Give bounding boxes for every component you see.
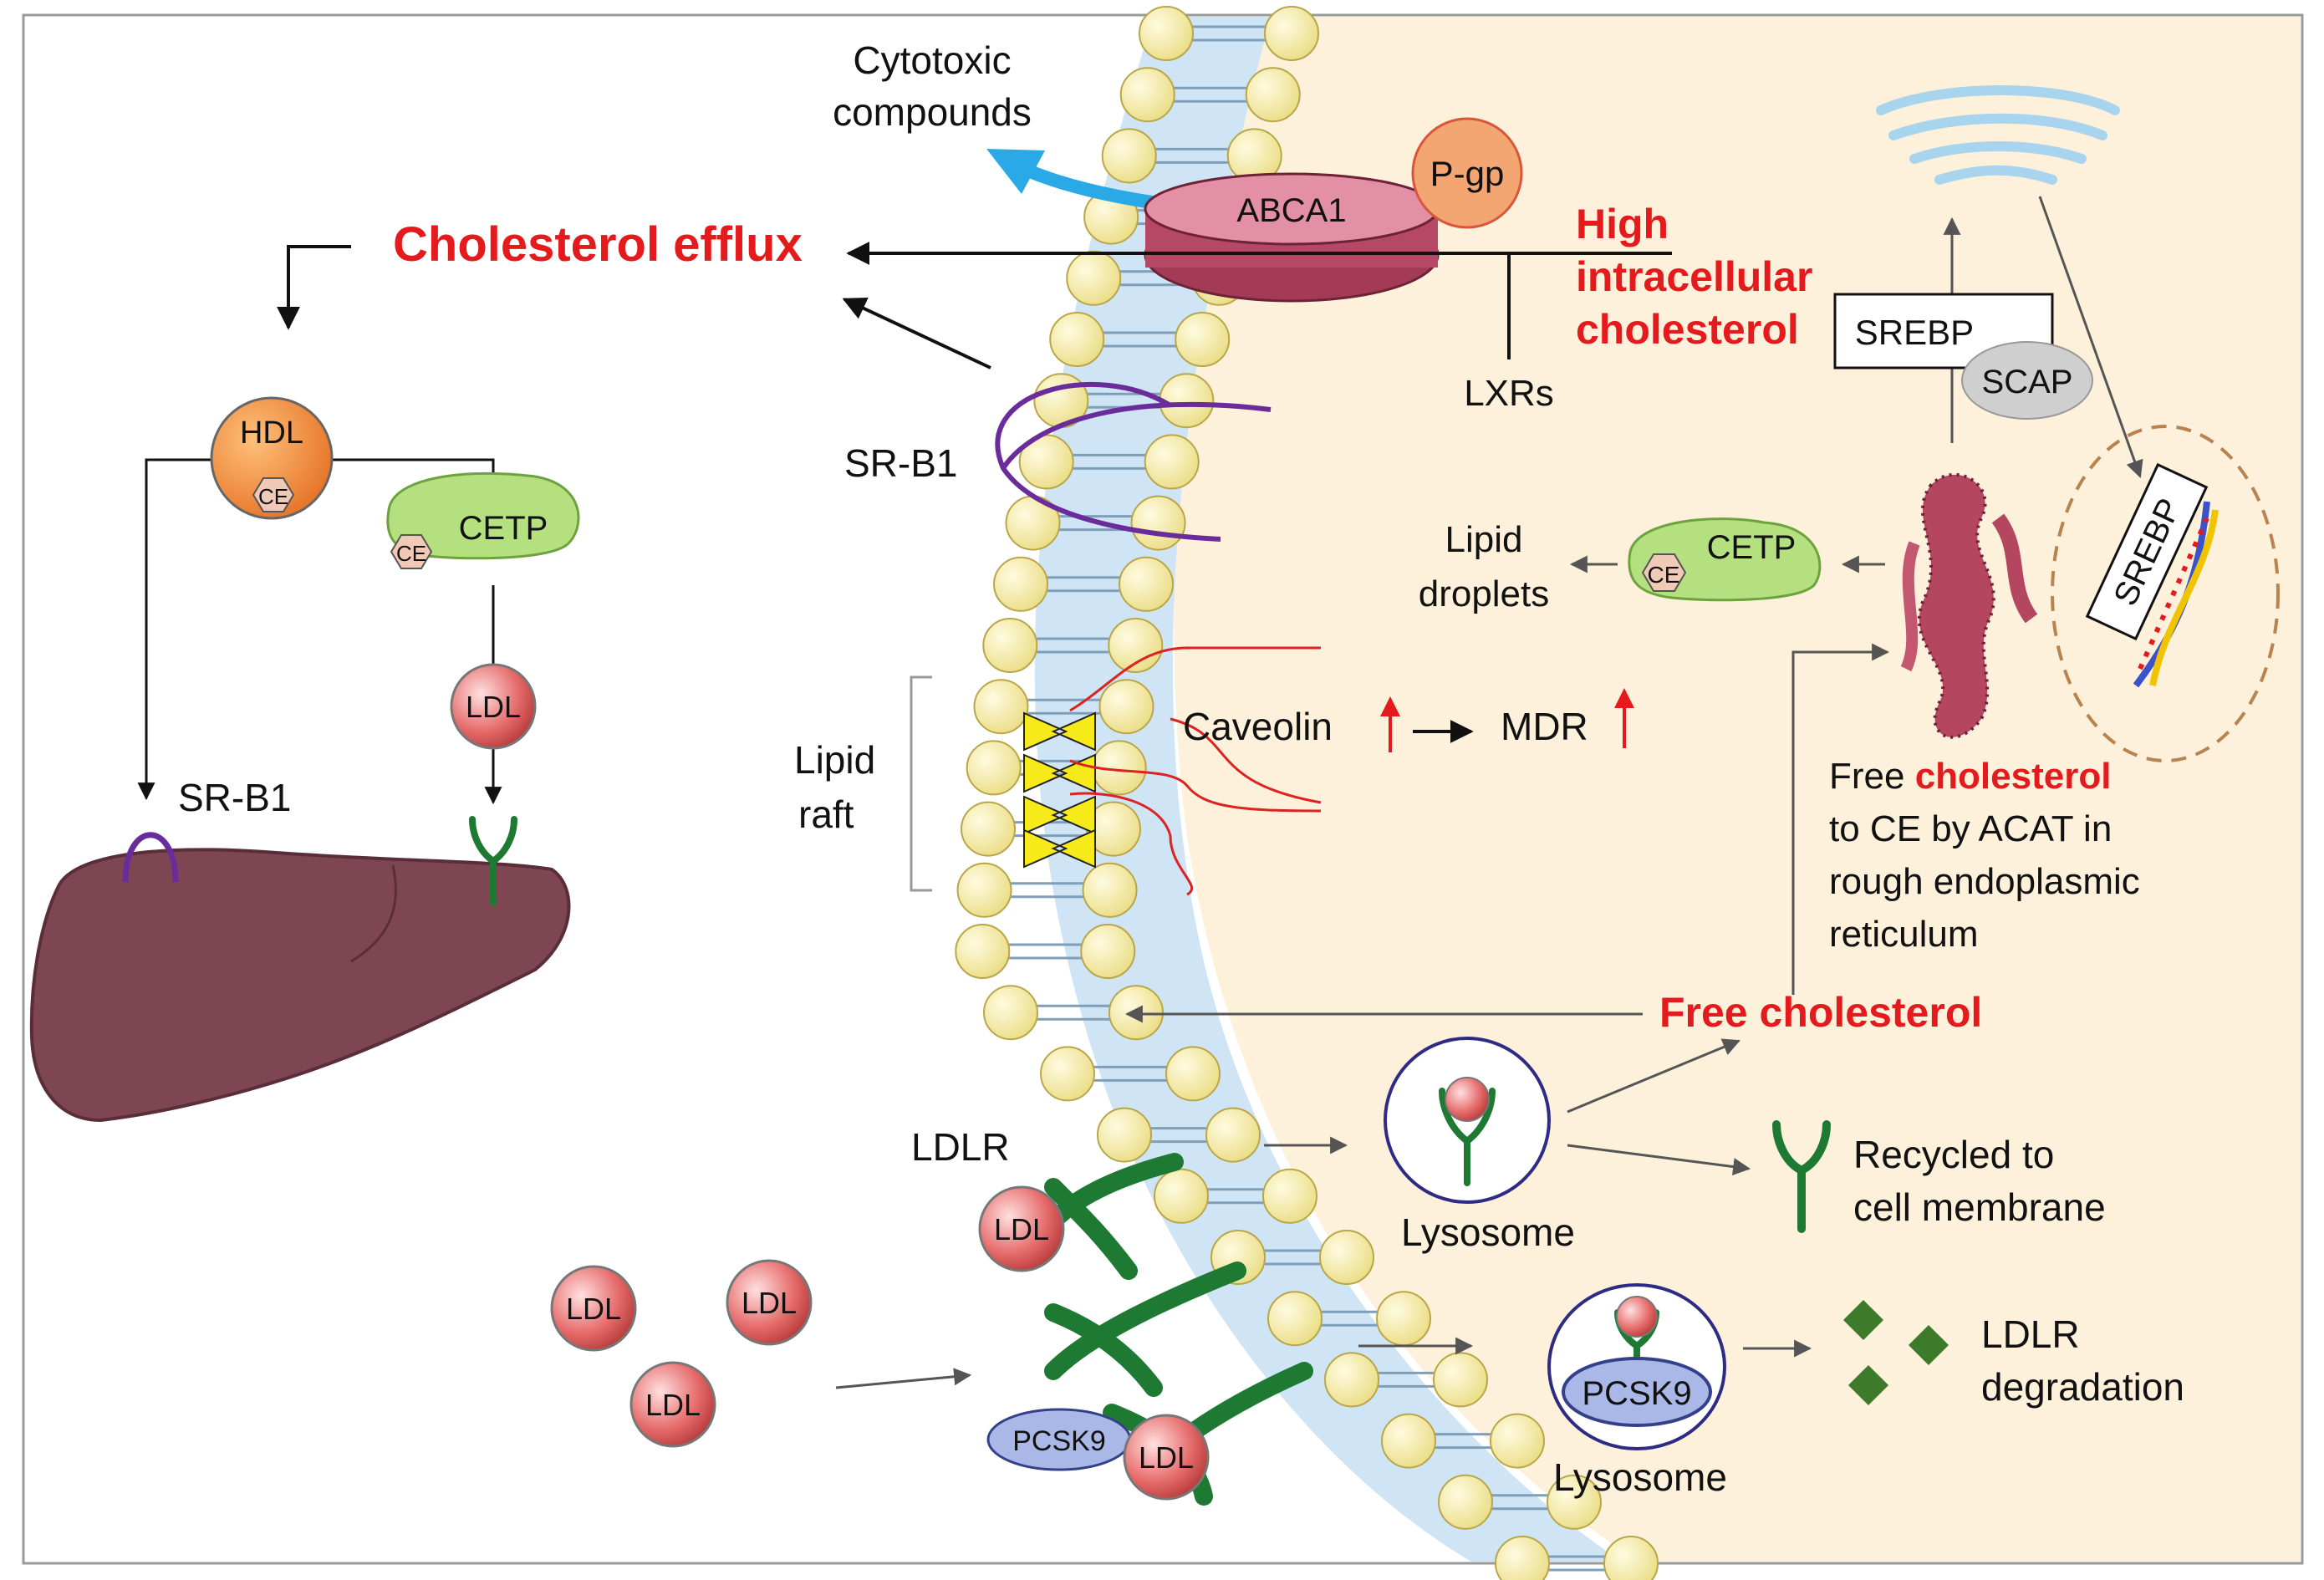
svg-text:PCSK9: PCSK9: [1012, 1425, 1106, 1457]
acat-text-line-3: rough endoplasmic: [1829, 861, 2140, 902]
svg-text:LDL: LDL: [466, 690, 521, 724]
svg-text:SCAP: SCAP: [1982, 364, 2073, 400]
liver-icon: [29, 848, 571, 1123]
ldl-bound-2: LDL: [1123, 1414, 1210, 1501]
svg-text:CE: CE: [258, 484, 288, 509]
ldlr-membrane-receptor-2: [1044, 1261, 1246, 1397]
ldl-to-receptor-arrow: [835, 1368, 972, 1389]
svg-text:SREBP: SREBP: [1855, 313, 1974, 352]
svg-text:CE: CE: [1648, 562, 1680, 588]
p-gp-transporter: P-gp: [1411, 117, 1523, 229]
svg-text:CETP: CETP: [1707, 529, 1797, 566]
svg-text:LDL: LDL: [1139, 1440, 1194, 1475]
cetp-plasma: CETP CE: [386, 471, 580, 569]
ldl-free-2: LDL: [726, 1259, 813, 1346]
lysosome-to-recycled-arrow: [1567, 1144, 1751, 1175]
efflux-to-hdl-arrow: [277, 245, 351, 330]
lysosome-label-1: Lysosome: [1401, 1210, 1575, 1254]
srb1-to-efflux-arrow: [842, 298, 991, 370]
lipid-droplets-label-2: droplets: [1419, 573, 1550, 614]
ldlr-label: LDLR: [911, 1125, 1010, 1169]
rough-er-icon: [1900, 472, 2038, 739]
acat-text-line-1: Free cholesterol: [1829, 756, 2111, 797]
golgi-to-nucleus-arrow: [2038, 196, 2143, 478]
free-cholesterol-label: Free cholesterol: [1659, 989, 1982, 1036]
recycled-label: Recycled to: [1853, 1133, 2054, 1176]
abca1-transporter: ABCA1: [1144, 172, 1440, 303]
sr-b1-liver-label: SR-B1: [178, 776, 291, 819]
ldl-bound-1: LDL: [978, 1185, 1065, 1272]
high-cholesterol-label-3: cholesterol: [1576, 306, 1799, 353]
lysosome-label-2: Lysosome: [1553, 1455, 1727, 1499]
cetp-cytoplasm: CETP CE: [1628, 517, 1822, 602]
svg-text:LDL: LDL: [742, 1286, 797, 1320]
srebp-scap-complex: SREBP SCAP: [1833, 293, 2093, 420]
lipid-droplets-label: Lipid: [1445, 519, 1523, 560]
lipid-raft-label: Lipid: [794, 738, 875, 782]
ldlr-liver-receptor: [469, 816, 517, 906]
high-cholesterol-label-2: intracellular: [1576, 253, 1812, 300]
svg-text:PCSK9: PCSK9: [1582, 1375, 1691, 1412]
high-cholesterol-label: High: [1576, 201, 1669, 247]
ldlr-degradation-label: LDLR: [1981, 1312, 2080, 1356]
drug-efflux-arrowhead: [986, 149, 1045, 194]
svg-text:P-gp: P-gp: [1430, 154, 1505, 193]
hdl-particle: HDL CE: [210, 396, 334, 520]
svg-text:LDL: LDL: [645, 1388, 701, 1422]
golgi-apparatus-icon: [1876, 85, 2120, 185]
pcsk9-membrane: PCSK9: [986, 1408, 1132, 1471]
caveolin-protein: [1069, 646, 1322, 896]
ldlr-degradation-label-2: degradation: [1981, 1365, 2184, 1409]
lxrs-label: LXRs: [1464, 373, 1554, 414]
cholesterol-efflux-label: Cholesterol efflux: [393, 217, 803, 272]
acat-text-line-2: to CE by ACAT in: [1829, 808, 2112, 849]
lysosome-2: PCSK9: [1547, 1283, 1726, 1450]
nucleus: SREBP: [2051, 425, 2280, 762]
lipid-raft-bracket: [910, 675, 932, 892]
ldl-free-3: LDL: [629, 1361, 716, 1448]
svg-text:CE: CE: [396, 541, 426, 566]
mdr-label: MDR: [1501, 705, 1588, 748]
svg-text:HDL: HDL: [240, 415, 303, 451]
svg-text:LDL: LDL: [994, 1212, 1049, 1246]
ldl-plasma-left: LDL: [450, 663, 537, 750]
acat-text-line-4: reticulum: [1829, 914, 1979, 955]
sr-b1-membrane-label: SR-B1: [844, 441, 957, 485]
svg-text:CETP: CETP: [459, 510, 548, 547]
sr-b1-membrane-protein: [995, 381, 1272, 542]
degraded-fragments-icon: [1842, 1299, 1949, 1406]
ldl-free-1: LDL: [550, 1265, 637, 1352]
lipid-raft-label-2: raft: [798, 793, 854, 836]
svg-text:LDL: LDL: [566, 1292, 621, 1326]
free-cholesterol-to-er-arrow: [1791, 643, 1890, 995]
recycled-ldlr-icon: [1772, 1120, 1831, 1233]
lysosome-to-free-cholesterol-arrow: [1567, 1038, 1740, 1114]
lysosome-1: [1384, 1037, 1551, 1204]
phospholipid-heads: [955, 6, 1659, 1580]
cytotoxic-label: Cytotoxic: [853, 38, 1011, 82]
lipid-raft-cholesterol: [1023, 711, 1096, 869]
liver-lobe-line: [350, 864, 397, 963]
recycled-label-2: cell membrane: [1853, 1185, 2106, 1229]
svg-text:ABCA1: ABCA1: [1236, 192, 1346, 229]
caveolin-label: Caveolin: [1183, 705, 1333, 748]
sr-b1-liver-receptor: [122, 832, 179, 883]
cytotoxic-label-2: compounds: [833, 90, 1032, 134]
